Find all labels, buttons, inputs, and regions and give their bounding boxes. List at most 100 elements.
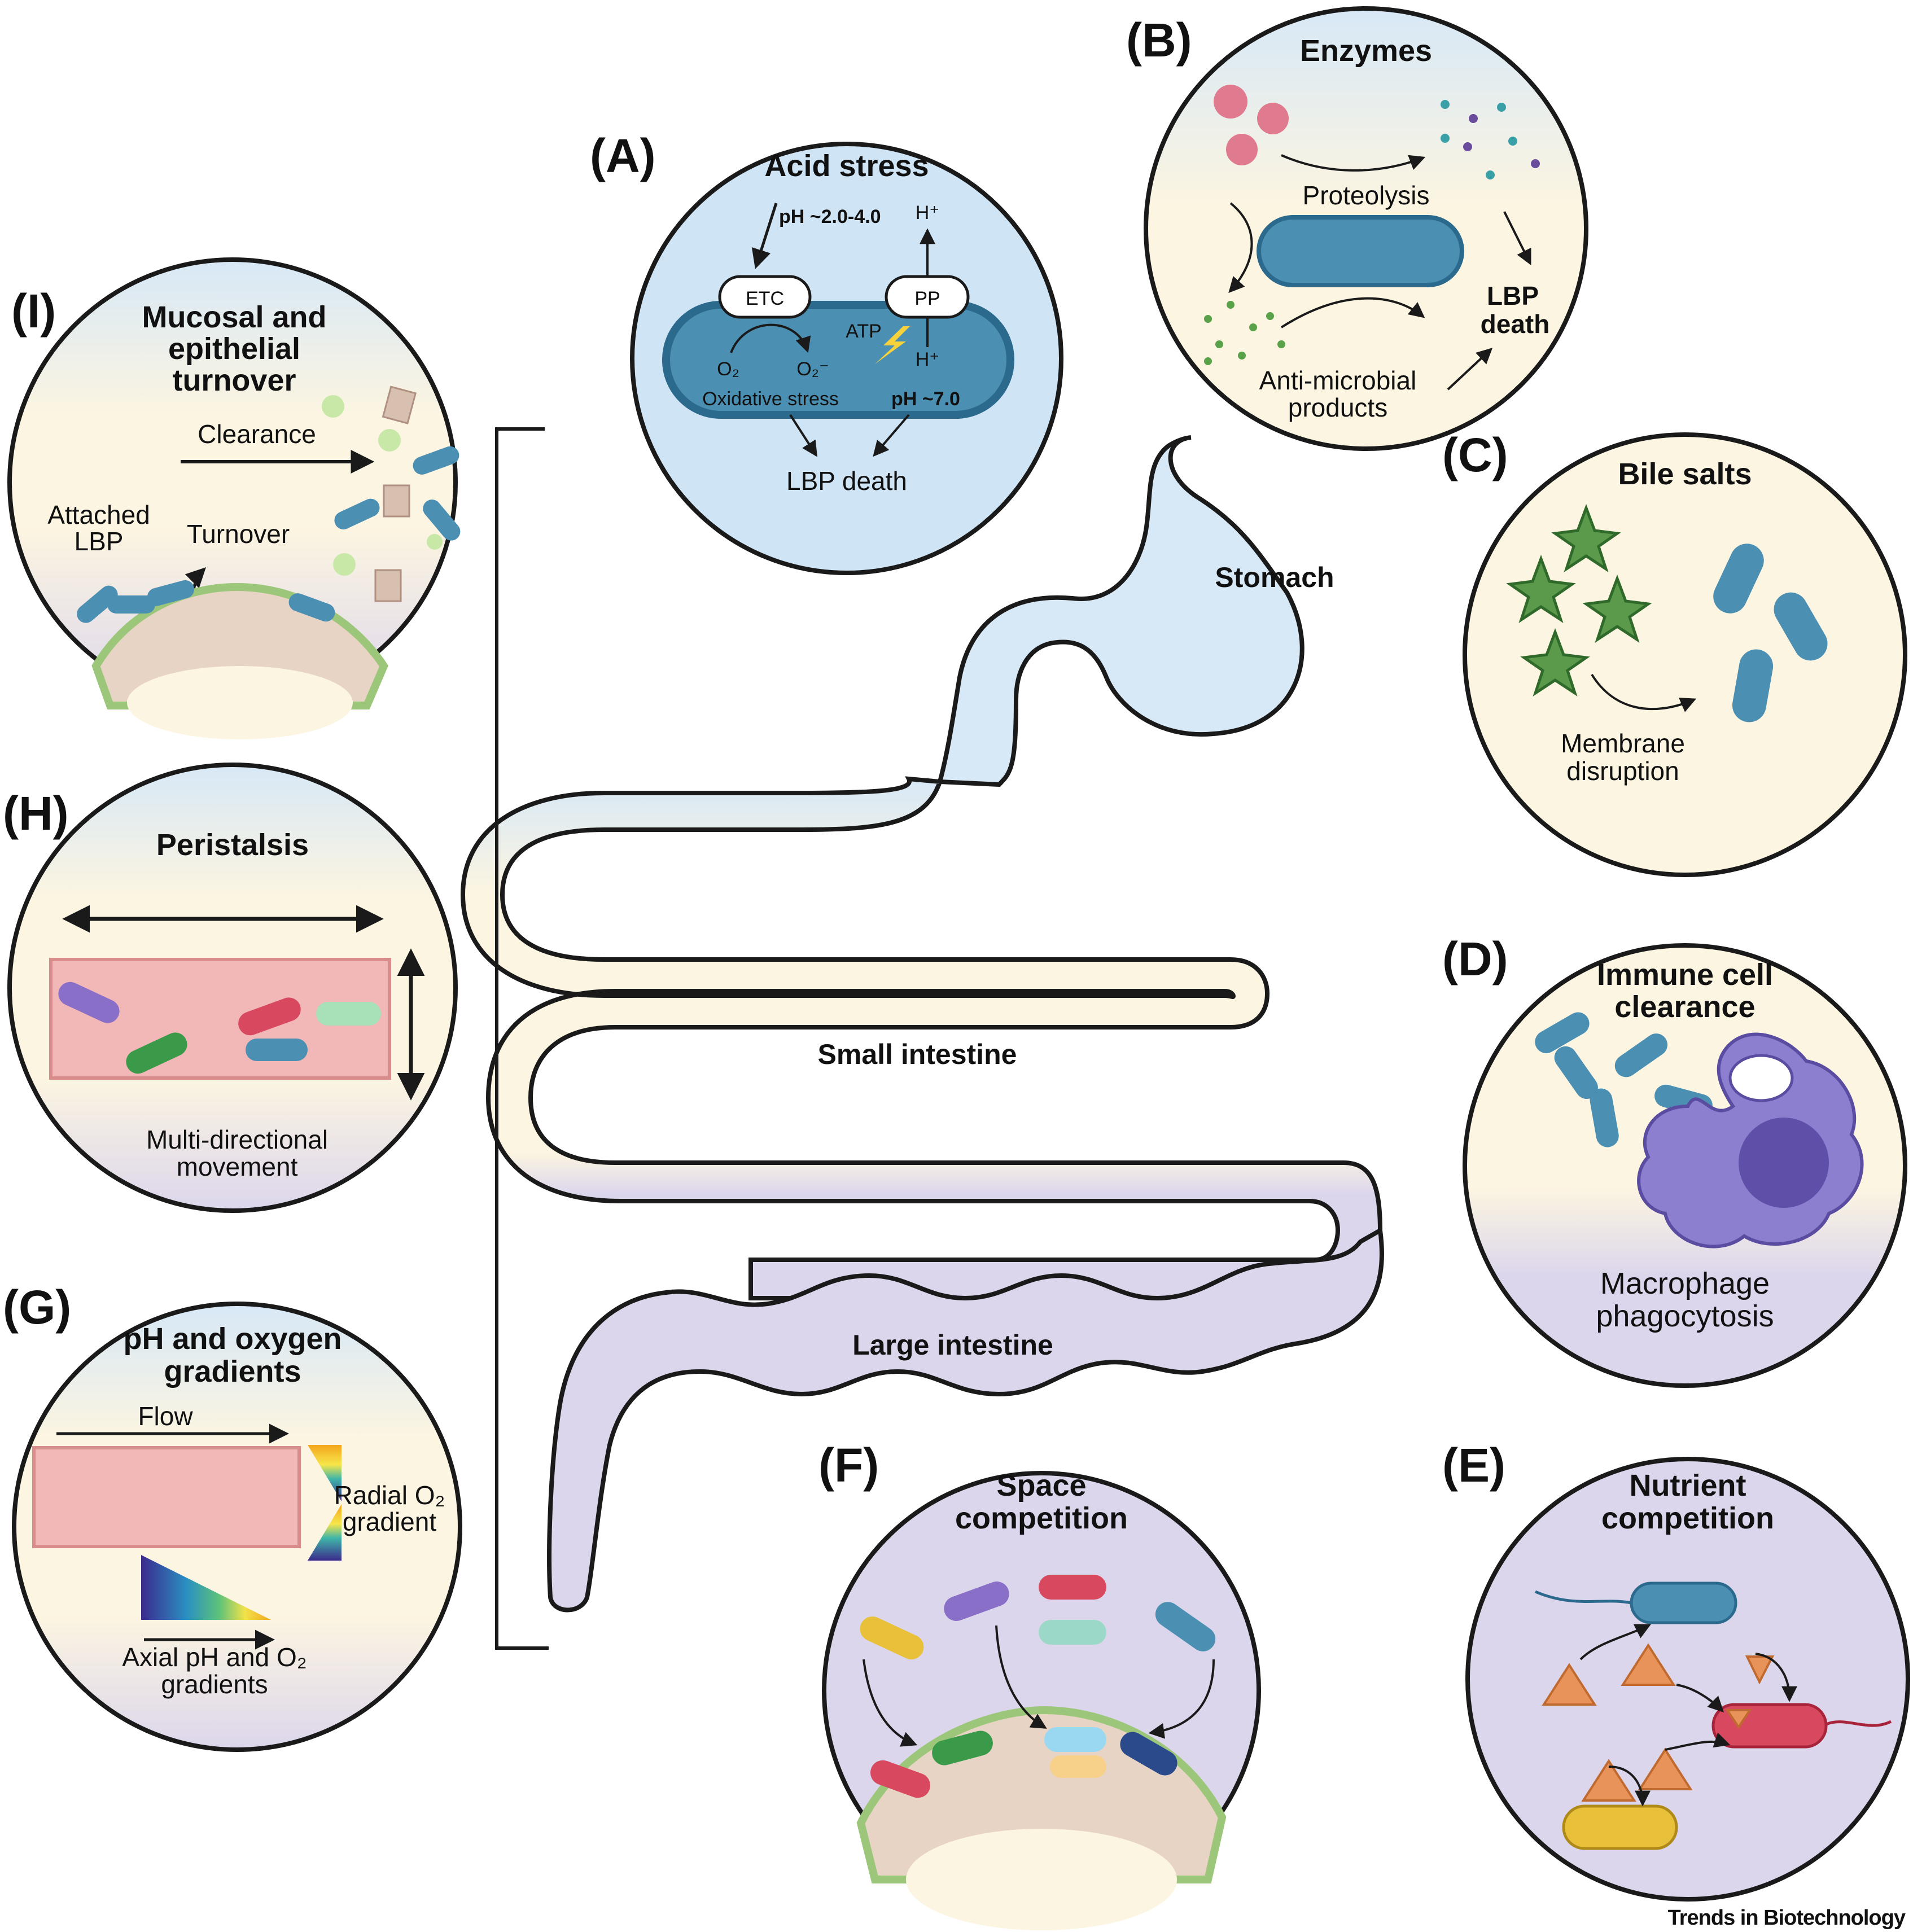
panel-h-peristalsis: (H) Peristalsis Multi-directional moveme… [3, 763, 458, 1213]
panel-b-death-1: LBP [1487, 281, 1539, 310]
panel-g-flow: Flow [138, 1401, 193, 1431]
panel-d-immune-clearance: (D) Immune cell clearance Macrophage pha… [1442, 932, 1907, 1388]
panel-e-red-flagellum [1826, 1720, 1892, 1727]
panel-b-death-2: death [1481, 309, 1550, 339]
attached-bacteria-icon [77, 446, 461, 623]
panel-a-letter: (A) [590, 129, 656, 182]
panel-e-arrow-4 [1665, 1732, 1731, 1751]
panel-d-title-2: clearance [1614, 990, 1755, 1024]
panel-e-blue-bacterium [1630, 1581, 1737, 1624]
panel-e-title-1: Nutrient [1630, 1469, 1746, 1502]
panel-c-caption-2: disruption [1566, 756, 1679, 786]
nutrient-triangle-icon [1542, 1643, 1775, 1802]
panel-h-caption-1: Multi-directional [146, 1125, 328, 1154]
panel-a-o2-arrow [730, 323, 811, 353]
panel-i-letter: (I) [11, 284, 56, 338]
panel-c-circle [1463, 432, 1907, 877]
panel-f-arrow-right [1148, 1659, 1215, 1739]
panel-c-bile-salts: (C) Bile salts Membrane disruption [1442, 428, 1907, 877]
panel-e-letter: (E) [1442, 1439, 1505, 1492]
panel-g-title-2: gradients [164, 1355, 301, 1388]
antimicrobial-particles-icon [1204, 301, 1285, 365]
panel-a-o2: O₂ [717, 358, 739, 380]
panel-b-title: Enzymes [1300, 34, 1432, 68]
panel-a-ph-neutral: pH ~7.0 [891, 388, 960, 410]
panel-d-caption-2: phagocytosis [1596, 1299, 1774, 1333]
panel-b-antimicrobial-2: products [1288, 393, 1387, 422]
competing-bacteria-icon [860, 1575, 1216, 1798]
panel-f-title-1: Space [996, 1469, 1086, 1502]
panel-b-proteolysis: Proteolysis [1303, 181, 1430, 210]
panel-c-caption-1: Membrane [1561, 729, 1685, 758]
nucleus-icon [1739, 1118, 1829, 1208]
panel-g-axial-1: Axial pH and O₂ [122, 1642, 307, 1672]
small-intestine-shape [460, 776, 1383, 1300]
panel-i-clearance: Clearance [198, 419, 316, 449]
panel-e-arrow-1 [1579, 1624, 1652, 1661]
moving-bacteria-icon [58, 982, 381, 1074]
panel-a-ph-low: pH ~2.0-4.0 [779, 206, 881, 227]
panel-g-radial-gradient-top [308, 1445, 342, 1501]
panel-g-letter: (G) [3, 1281, 71, 1334]
large-intestine-label: Large intestine [852, 1329, 1053, 1361]
panel-c-arrow [1591, 673, 1697, 712]
panel-f-title-2: competition [955, 1501, 1128, 1535]
panel-i-title-1: Mucosal and [142, 300, 326, 334]
panel-a-bacterium [662, 301, 1014, 419]
panel-b-bacterium [1257, 215, 1464, 287]
panel-e-title-2: competition [1601, 1501, 1774, 1535]
panel-a-death: LBP death [786, 466, 907, 496]
panel-a-h-top: H⁺ [916, 202, 940, 224]
panel-e-blue-flagellum [1535, 1590, 1632, 1605]
panel-g-axial-2: gradients [161, 1670, 268, 1699]
panel-f-space-competition: (F) Space competition [818, 1439, 1261, 1930]
bile-salt-star-icon [1506, 503, 1652, 697]
panel-b-antimicrobial-1: Anti-microbial [1259, 366, 1417, 395]
stomach-label: Stomach [1215, 562, 1334, 593]
panel-f-arrow-left [863, 1659, 918, 1747]
panel-e-arrow-5 [1608, 1765, 1651, 1807]
panel-h-letter: (H) [3, 787, 69, 840]
panel-a-title: Acid stress [764, 149, 929, 183]
panel-h-caption-2: movement [177, 1152, 298, 1181]
shed-cells-icon [374, 385, 417, 602]
panel-f-arrow-middle [995, 1625, 1047, 1729]
panel-h-title: Peristalsis [156, 828, 309, 862]
panel-a-o2-minus: O₂⁻ [796, 358, 829, 380]
panel-e-circle [1465, 1457, 1910, 1902]
panel-a-atp-label: ATP [846, 321, 882, 342]
panel-bracket [495, 427, 549, 1650]
panel-e-arrow-3 [1755, 1653, 1797, 1702]
lightning-icon [875, 326, 910, 364]
panel-a-ph-arrow [751, 203, 778, 269]
panel-i-title-3: turnover [172, 363, 296, 397]
panel-i-lumen [127, 666, 353, 739]
small-intestine-label: Small intestine [818, 1039, 1017, 1070]
panel-a-h-bottom: H⁺ [916, 349, 940, 370]
panel-g-radial-gradient-bottom [308, 1504, 342, 1561]
stomach-shape [936, 435, 1304, 787]
panel-c-title: Bile salts [1618, 457, 1752, 491]
panel-i-attached-1: Attached [47, 500, 150, 529]
panel-d-title-1: Immune cell [1597, 958, 1773, 992]
panel-a-death-arrow-right [873, 414, 910, 457]
panel-e-arrow-2 [1676, 1684, 1724, 1712]
panel-b-arrow-right [1503, 211, 1531, 266]
large-intestine-shape [547, 1226, 1384, 1613]
panel-d-caption-1: Macrophage [1600, 1267, 1770, 1300]
shed-particles-icon [322, 395, 443, 576]
panel-i-attached-2: LBP [75, 527, 124, 556]
panel-e-yellow-bacterium [1562, 1804, 1678, 1850]
panel-a-oxidative: Oxidative stress [702, 388, 839, 410]
panel-g-tissue [32, 1446, 301, 1548]
journal-footer: Trends in Biotechnology [1668, 1906, 1906, 1930]
panel-e-nutrient-competition: (E) Nutrient competition [1442, 1439, 1910, 1902]
panel-f-letter: (F) [818, 1439, 879, 1492]
disrupted-bacteria-icon [1713, 544, 1828, 722]
enzyme-cluster-icon [1214, 85, 1289, 165]
panel-i-mucosal-turnover: (I) Mucosal and epithelial turnover Clea… [7, 257, 461, 739]
panel-a-etc-box [718, 275, 812, 319]
panel-a-etc-label: ETC [746, 288, 784, 309]
panel-a-acid-stress: (A) Acid stress pH ~2.0-4.0 H⁺ ETC PP AT… [590, 129, 1063, 575]
